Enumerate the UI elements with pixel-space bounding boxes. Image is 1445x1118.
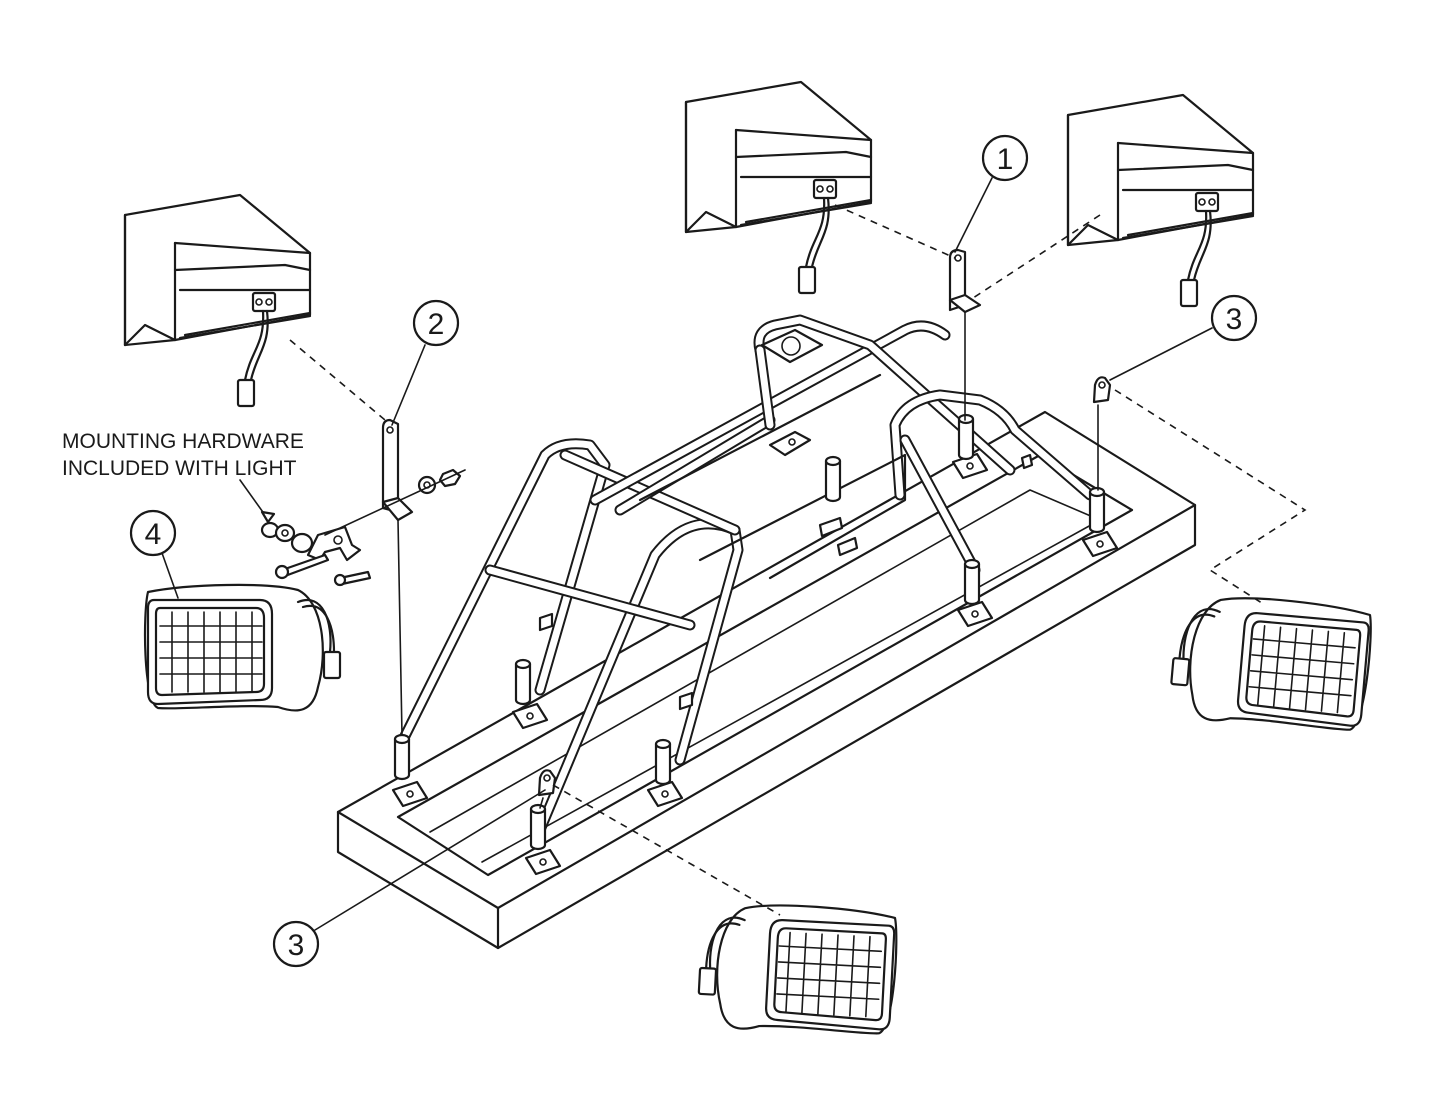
hardware-note: MOUNTING HARDWARE INCLUDED WITH LIGHT: [62, 430, 304, 480]
callout-3-right: 3: [1109, 294, 1258, 381]
mounting-hardware: [239, 468, 466, 587]
callout-2: 2: [391, 299, 460, 426]
svg-text:4: 4: [145, 518, 162, 551]
box-light-left: [123, 193, 312, 408]
svg-text:2: 2: [428, 308, 445, 341]
bracket-1: [948, 248, 982, 421]
flood-light-bottom: [695, 899, 900, 1038]
svg-text:3: 3: [288, 929, 305, 962]
alignment-lines: [289, 204, 1307, 916]
svg-text:3: 3: [1226, 303, 1243, 336]
callout-3-left: 3: [272, 789, 546, 968]
bracket-2: [381, 418, 414, 736]
bracket-3-left: [537, 769, 557, 809]
box-light-right: [1066, 93, 1255, 308]
svg-text:1: 1: [997, 143, 1014, 176]
flood-light-left: [143, 583, 342, 712]
base-board: [336, 410, 1197, 950]
callout-1: 1: [954, 134, 1029, 253]
note-line-1: MOUNTING HARDWARE: [62, 430, 304, 453]
callout-4: 4: [129, 509, 179, 599]
note-line-2: INCLUDED WITH LIGHT: [62, 457, 297, 480]
bracket-3-right: [1092, 376, 1112, 491]
box-light-center: [684, 80, 873, 295]
light-rack-frame: [396, 314, 1096, 836]
flood-light-right: [1167, 590, 1375, 735]
